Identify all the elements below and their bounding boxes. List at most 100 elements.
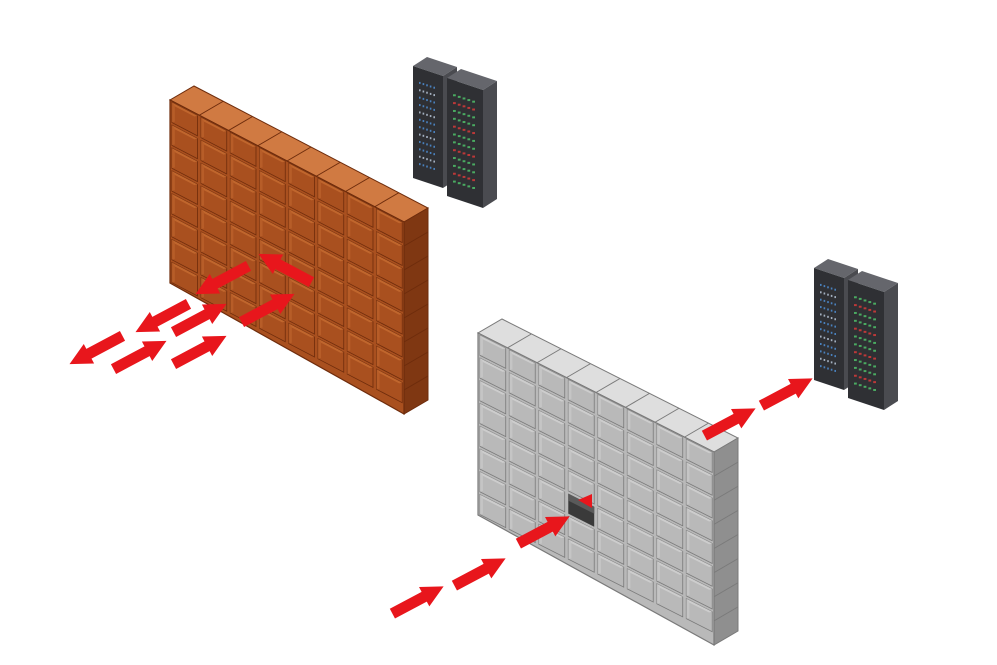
server-led xyxy=(858,305,862,308)
server-led xyxy=(827,308,829,311)
server-led xyxy=(429,100,432,103)
server-led xyxy=(858,368,862,371)
wall-block-highlight xyxy=(597,440,624,455)
server-led xyxy=(823,344,826,347)
wall-block-highlight xyxy=(288,300,315,315)
server-led xyxy=(873,302,876,305)
server-led xyxy=(433,101,435,104)
server-side xyxy=(483,81,497,208)
server-led xyxy=(830,368,833,371)
wall-block-highlight xyxy=(171,125,198,140)
wall-front-face xyxy=(477,332,715,647)
server-led xyxy=(823,307,826,310)
server-led xyxy=(820,335,822,338)
wall-block-highlight xyxy=(171,193,175,214)
wall-block-highlight xyxy=(538,433,542,454)
wall-block-highlight xyxy=(201,231,227,247)
wall-block-highlight xyxy=(538,410,565,425)
server-led xyxy=(472,147,475,150)
server-led xyxy=(868,308,872,311)
wall-block-highlight xyxy=(171,216,175,237)
server-led xyxy=(823,299,826,302)
server-led xyxy=(453,149,456,152)
server-led xyxy=(467,138,471,141)
server-led xyxy=(827,338,829,340)
wall-block-highlight xyxy=(347,308,373,323)
wall-block-highlight xyxy=(347,331,351,352)
server-led xyxy=(433,138,435,141)
server-led xyxy=(830,309,833,312)
server-led xyxy=(472,132,475,135)
server-led xyxy=(820,350,822,353)
wall-block-highlight xyxy=(479,403,506,418)
wall-block-highlight xyxy=(318,270,322,291)
wall-block-highlight xyxy=(201,163,205,184)
wall-block-highlight xyxy=(538,387,542,408)
wall-block-highlight xyxy=(538,433,565,448)
wall-block-highlight xyxy=(376,254,380,275)
server-led xyxy=(820,357,822,360)
server-led xyxy=(433,153,435,156)
wall-top-seam xyxy=(286,146,312,162)
wall-top-seam xyxy=(595,378,621,393)
wall-block-highlight xyxy=(171,262,175,283)
wall-block-highlight xyxy=(627,568,654,583)
server-led xyxy=(834,347,836,350)
server-led xyxy=(422,97,425,100)
wall-block-highlight xyxy=(347,193,373,209)
server-led xyxy=(863,370,867,373)
server-led xyxy=(854,296,857,299)
wall-block-highlight xyxy=(656,561,660,582)
wall-block-highlight xyxy=(568,539,572,560)
server-led xyxy=(858,313,862,316)
wall-block-highlight xyxy=(627,477,631,498)
server-led xyxy=(868,387,872,390)
server-led xyxy=(457,182,461,185)
wall-block-highlight xyxy=(347,285,373,300)
wall-side-seam xyxy=(713,534,739,549)
server-led xyxy=(433,86,435,89)
server-led xyxy=(823,314,826,317)
wall-block-highlight xyxy=(288,231,315,247)
server-led xyxy=(858,337,862,340)
server-led xyxy=(834,355,836,358)
server-led xyxy=(823,329,826,332)
wall-block-highlight xyxy=(376,277,380,298)
server-led xyxy=(422,134,425,137)
server-led xyxy=(472,124,475,127)
wall-side-seam xyxy=(713,582,739,598)
server-led xyxy=(457,111,461,114)
server-led xyxy=(426,99,428,102)
wall-block-highlight xyxy=(259,148,286,163)
server-led xyxy=(858,384,862,387)
server-led xyxy=(453,172,456,175)
wall-block-highlight xyxy=(479,449,506,463)
wall-block-highlight xyxy=(230,201,256,216)
server-led xyxy=(827,286,829,289)
wall-block-highlight xyxy=(686,439,713,454)
wall-block-highlight xyxy=(230,178,256,193)
wall-block-highlight xyxy=(230,132,234,153)
arrow-icon xyxy=(758,378,813,411)
wall-block-highlight xyxy=(509,441,536,456)
server-led xyxy=(422,112,425,115)
server-led xyxy=(429,122,432,125)
wall-side-seam xyxy=(403,303,429,319)
server-led xyxy=(820,291,822,294)
server-led xyxy=(854,311,857,314)
server-led xyxy=(472,163,475,166)
wall-block-highlight xyxy=(230,224,256,239)
server-led xyxy=(426,150,428,153)
server-led xyxy=(419,133,421,136)
wall-block-highlight xyxy=(318,315,344,331)
wall-block-highlight xyxy=(686,553,690,574)
server-led xyxy=(419,155,421,158)
server-led xyxy=(820,328,822,331)
wall-block-highlight xyxy=(230,201,234,222)
wall-hole-shadow xyxy=(568,493,595,514)
wall-block-highlight xyxy=(230,155,234,176)
wall-block-highlight xyxy=(627,432,654,447)
server-led xyxy=(868,348,872,351)
server-led xyxy=(873,349,876,352)
